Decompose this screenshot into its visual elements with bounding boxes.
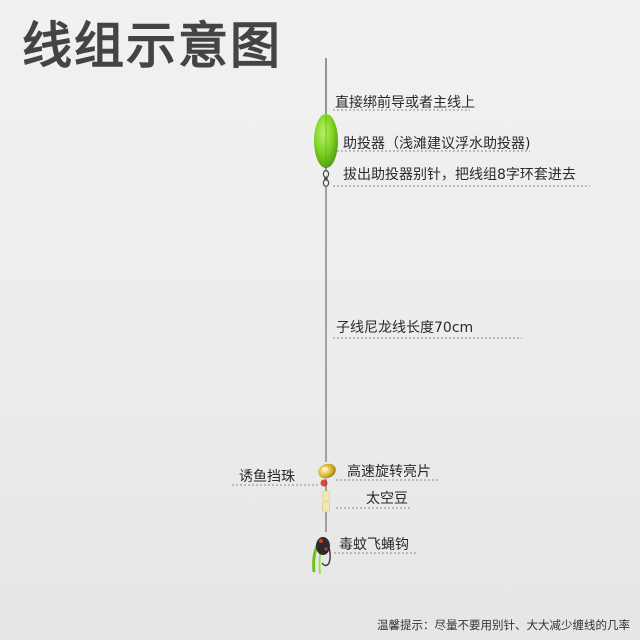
label-space-bean: 太空豆 [366, 491, 408, 507]
label-nylon-length: 子线尼龙线长度70cm [336, 320, 474, 336]
float-icon [314, 114, 338, 168]
fly-hook-icon [312, 537, 331, 575]
label-pull-pin: 拔出助投器别针，把线组8字环套进去 [343, 167, 576, 183]
label-bead: 诱鱼挡珠 [239, 469, 295, 485]
footer-note: 温馨提示：尽量不要用别针、大大减少缠线的几率 [377, 618, 630, 632]
page-title: 线组示意图 [22, 17, 282, 75]
space-bean-icon [322, 490, 330, 513]
spinner-icon [318, 463, 336, 479]
label-tie-front: 直接绑前导或者主线上 [335, 95, 475, 111]
swivel-icon [322, 167, 330, 188]
label-float-aid: 助投器（浅滩建议浮水助投器) [343, 136, 531, 152]
label-spinner: 高速旋转亮片 [347, 464, 431, 480]
label-fly-hook: 毒蚊飞蝇钩 [339, 537, 409, 553]
